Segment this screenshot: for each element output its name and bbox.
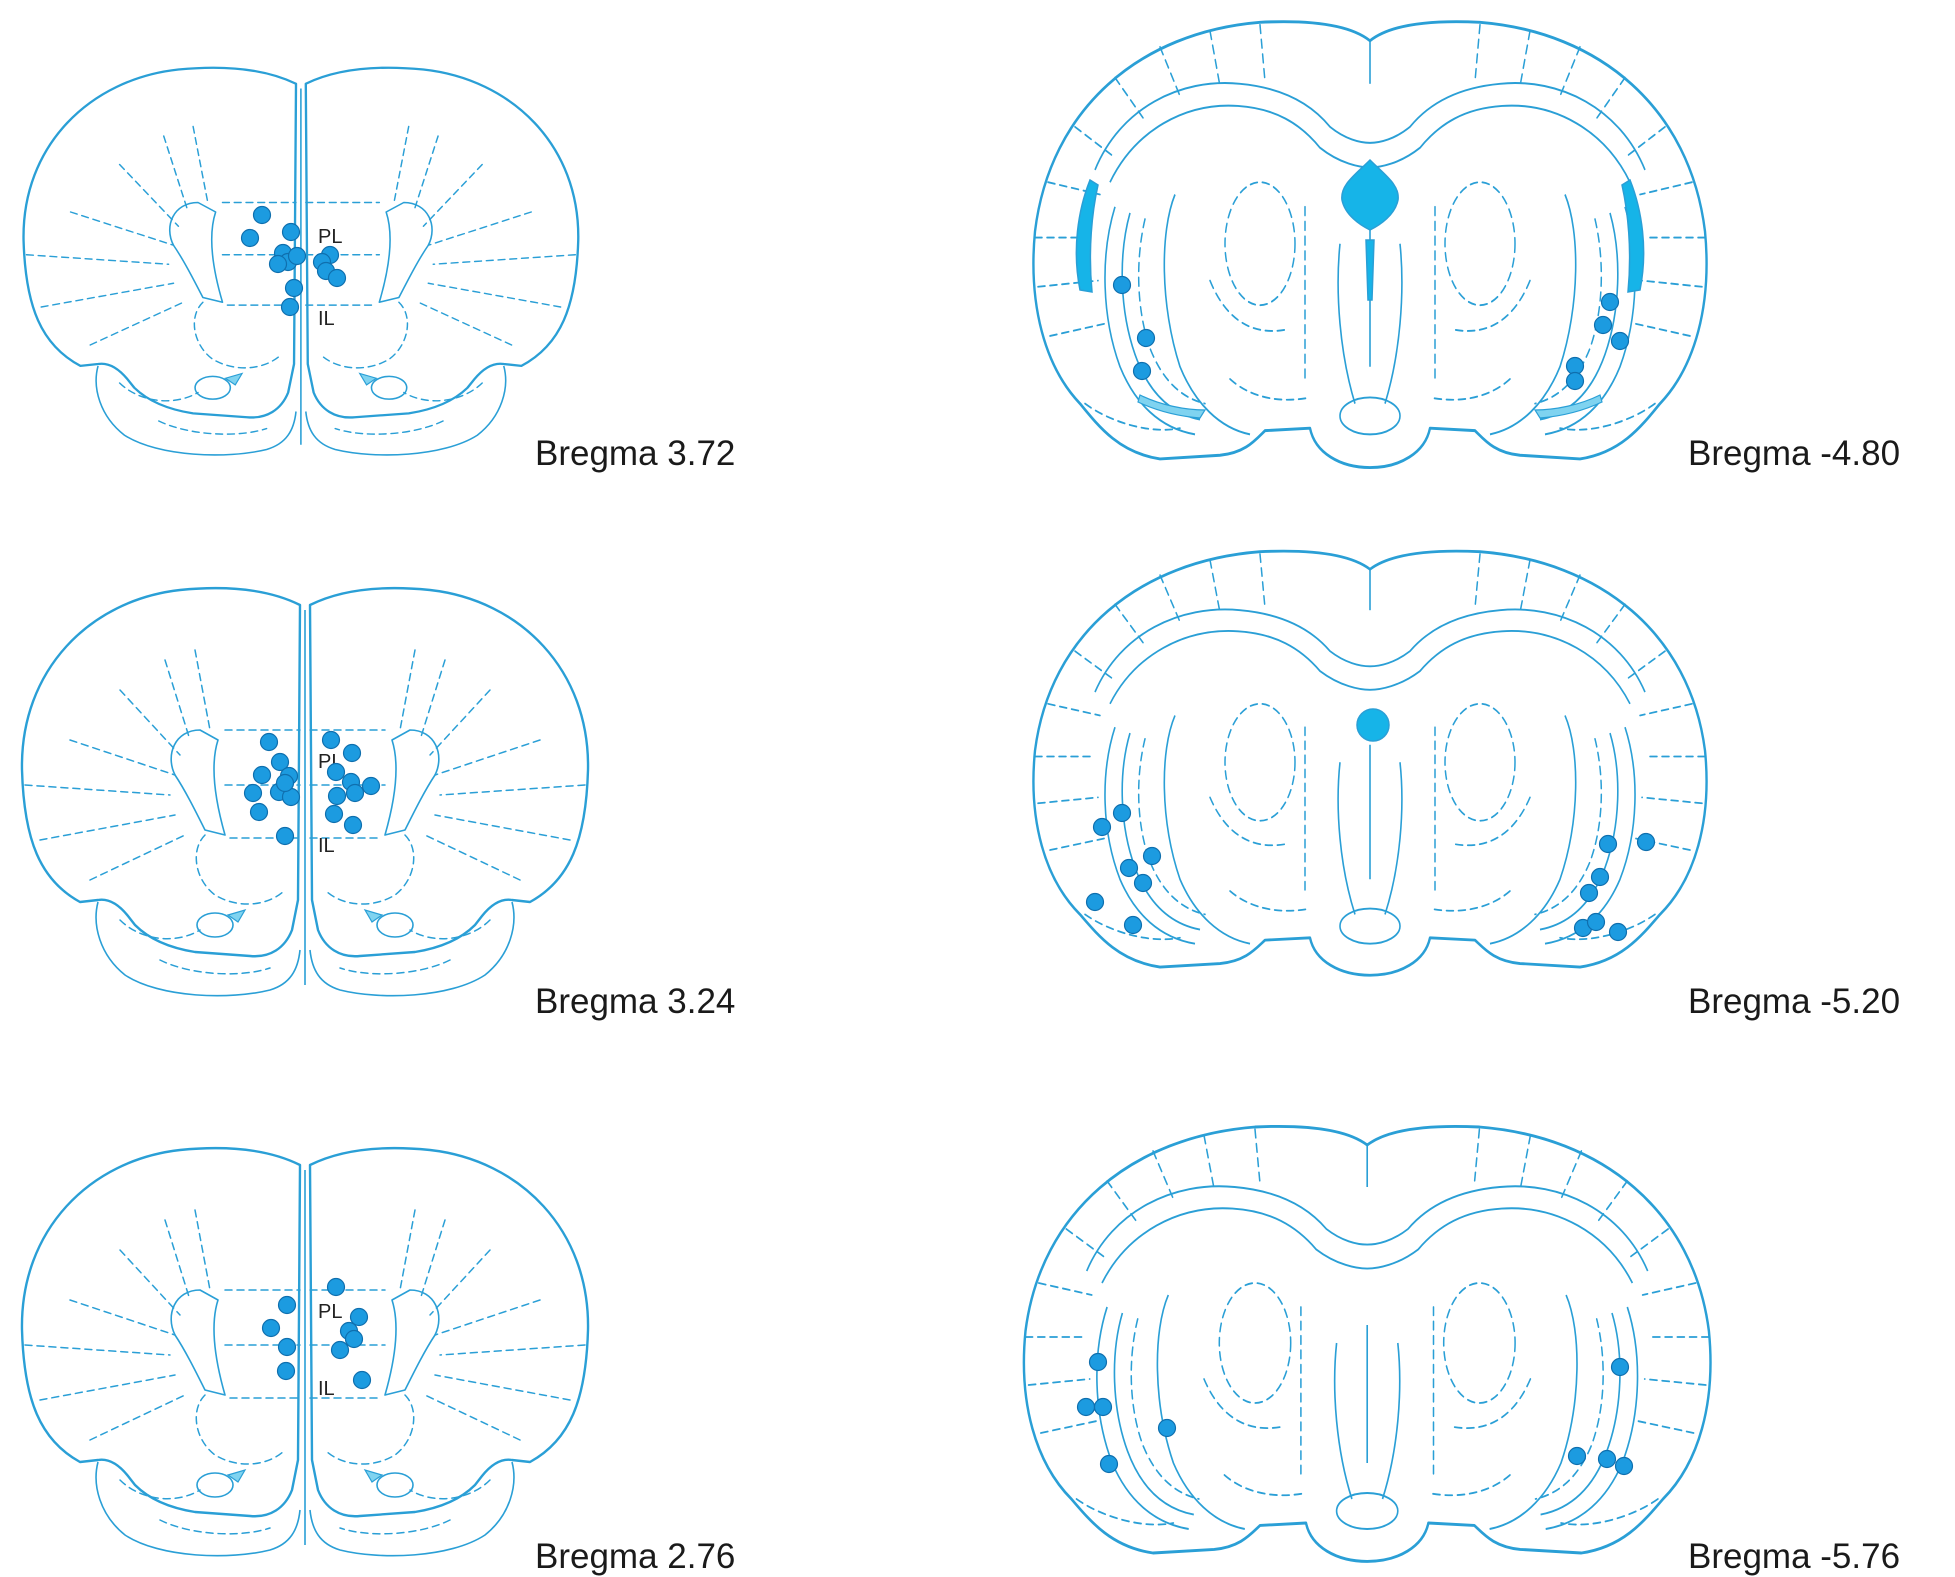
injection-site-dot	[1598, 834, 1618, 854]
injection-site-dot	[1136, 328, 1156, 348]
injection-site-dot	[259, 732, 279, 752]
injection-site-dot	[252, 205, 272, 225]
region-label-il: IL	[318, 1378, 335, 1400]
injection-site-dot	[1076, 1397, 1096, 1417]
injection-site-dot	[352, 1370, 372, 1390]
injection-site-dot	[327, 786, 347, 806]
injection-site-dot	[1112, 803, 1132, 823]
injection-site-dot	[342, 743, 362, 763]
injection-site-dot	[277, 1337, 297, 1357]
injection-site-dot	[1133, 873, 1153, 893]
injection-site-dot	[1092, 817, 1112, 837]
bregma-label: Bregma -5.76	[1688, 1537, 1900, 1576]
injection-site-dot	[1119, 858, 1139, 878]
region-label-pl: PL	[318, 1301, 342, 1323]
injection-site-dot	[275, 826, 295, 846]
injection-site-dot	[343, 815, 363, 835]
injection-site-dot	[361, 776, 381, 796]
injection-site-dot	[1142, 846, 1162, 866]
injection-site-dot	[277, 1295, 297, 1315]
injection-site-dot	[275, 773, 295, 793]
injection-site-dot	[284, 278, 304, 298]
injection-site-dot	[252, 765, 272, 785]
injection-site-dot	[344, 1329, 364, 1349]
injection-site-dot	[1085, 892, 1105, 912]
dots-group	[243, 730, 381, 846]
injection-site-dot	[326, 762, 346, 782]
injection-site-dot	[1123, 915, 1143, 935]
panel-bregma-neg-5-20: Bregma -5.20	[1032, 549, 1900, 1021]
bregma-label: Bregma 3.72	[535, 434, 735, 473]
injection-site-dot	[349, 1307, 369, 1327]
ventricle-fill	[1621, 178, 1645, 293]
panel-bregma-3-72: PL IL Bregma 3.72	[22, 66, 735, 473]
bregma-label: Bregma -5.20	[1688, 982, 1900, 1021]
injection-site-dot	[1600, 292, 1620, 312]
injection-site-dot	[281, 222, 301, 242]
injection-site-dot	[1610, 331, 1630, 351]
injection-site-dot	[1088, 1352, 1108, 1372]
injection-site-dot	[1593, 315, 1613, 335]
injection-site-dot	[287, 246, 307, 266]
region-label-il: IL	[318, 308, 335, 330]
dots-group	[240, 205, 347, 317]
bregma-label: Bregma -4.80	[1688, 434, 1900, 473]
injection-site-dot	[324, 804, 344, 824]
injection-site-dot	[1132, 361, 1152, 381]
injection-site-dot	[327, 268, 347, 288]
injection-site-dot	[330, 1340, 350, 1360]
injection-site-dot	[280, 297, 300, 317]
bregma-label: Bregma 3.24	[535, 982, 735, 1021]
injection-site-dot	[1112, 275, 1132, 295]
injection-site-dot	[276, 1361, 296, 1381]
injection-site-dot	[1586, 912, 1606, 932]
injection-site-dot	[270, 752, 290, 772]
panel-bregma-neg-5-76: Bregma -5.76	[1022, 1124, 1900, 1576]
panel-bregma-neg-4-80: Bregma -4.80	[1031, 20, 1900, 473]
injection-site-dot	[1099, 1454, 1119, 1474]
region-label-pl: PL	[318, 226, 342, 248]
ventricle-fill	[1356, 708, 1390, 742]
dots-group	[1112, 275, 1630, 391]
injection-site-dot	[1614, 1456, 1634, 1476]
injection-site-dot	[1567, 1446, 1587, 1466]
dots-group	[1085, 803, 1656, 942]
injection-site-dot	[1610, 1357, 1630, 1377]
panel-bregma-2-76: PL IL Bregma 2.76	[20, 1146, 735, 1576]
injection-site-dot	[240, 228, 260, 248]
injection-site-dot	[1579, 883, 1599, 903]
injection-site-dot	[249, 802, 269, 822]
injection-site-dot	[268, 254, 288, 274]
injection-site-dot	[1590, 867, 1610, 887]
injection-site-dot	[1565, 371, 1585, 391]
injection-site-dot	[321, 730, 341, 750]
dots-group	[261, 1277, 372, 1390]
injection-site-dot	[1608, 922, 1628, 942]
ventricle-fill	[1075, 178, 1099, 293]
ventricle-fill	[1365, 239, 1375, 301]
panel-bregma-3-24: PL IL Bregma 3.24	[20, 586, 735, 1021]
injection-site-dot	[243, 783, 263, 803]
injection-site-dot	[1636, 832, 1656, 852]
injection-site-dot	[345, 783, 365, 803]
injection-site-dot	[1597, 1449, 1617, 1469]
injection-site-dot	[1093, 1397, 1113, 1417]
bregma-label: Bregma 2.76	[535, 1537, 735, 1576]
injection-site-dot	[261, 1318, 281, 1338]
injection-site-dot	[326, 1277, 346, 1297]
region-label-il: IL	[318, 835, 335, 857]
injection-site-dot	[1157, 1418, 1177, 1438]
ventricle-fill	[1341, 158, 1399, 231]
dots-group	[1076, 1352, 1634, 1476]
